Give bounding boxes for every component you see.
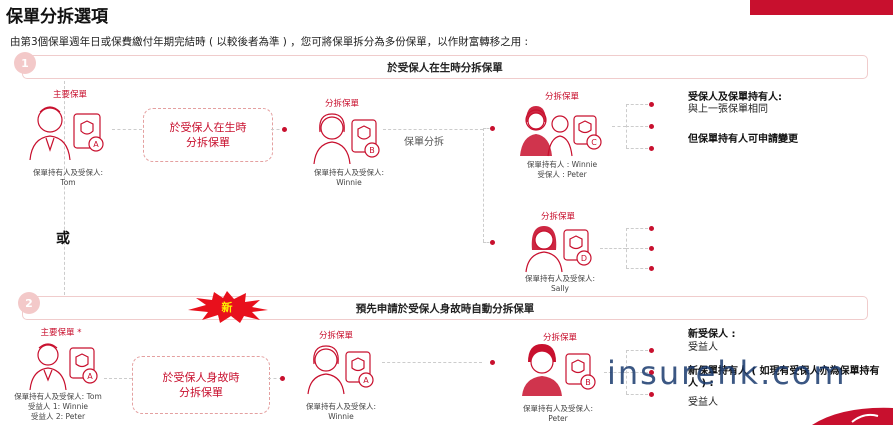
stage2-main-holder-tom-icon: A (29, 343, 98, 391)
stage1-side-text: 與上一張保單相同 (688, 104, 768, 115)
stage2-main-caption: 保單持有人及受保人: Tom 受益人 1: Winnie 受益人 2: Pete… (14, 392, 102, 421)
split-holder-sally-icon: D (525, 226, 592, 273)
split-holders-winnie-peter-icon: C (520, 106, 602, 157)
stage2-process-box: 於受保人身故時分拆保單 (132, 356, 270, 414)
stage2-side-text: 受益人 (688, 342, 718, 353)
stage1-rb-t3 (626, 148, 648, 149)
stage1-right-dot-3 (649, 146, 654, 151)
stage2-link-3 (382, 362, 482, 363)
stage1-side-heading: 受保人及保單持有人: (688, 92, 782, 103)
stage2-dot-2 (490, 360, 495, 365)
stage1-right-link-bottom (600, 248, 626, 249)
stage2-main-label: 主要保單 * (40, 328, 82, 338)
stage1-dot-3 (490, 240, 495, 245)
stage2-split2-caption: 保單持有人及受保人: Peter (522, 404, 594, 423)
stage2-rb-3 (626, 394, 648, 395)
intro-text: 由第3個保單週年日或保費繳付年期完結時 ( 以較後者為準 ) ，您可將保單拆分為… (10, 36, 529, 48)
stage1-branch-top-badge: C (591, 138, 597, 147)
stage1-rb-t2 (626, 126, 648, 127)
stage1-branch-label: 保單分拆 (404, 137, 444, 148)
stage1-right-dot-4 (649, 226, 654, 231)
stage1-branch-top-caption: 保單持有人 : Winnie 受保人 : Peter (526, 160, 598, 179)
stage1-right-link-top (612, 126, 626, 127)
stage1-branch-top (483, 128, 493, 129)
stage1-main-caption: 保單持有人及受保人: Tom (32, 168, 104, 187)
main-holder-tom-icon: A (29, 106, 104, 161)
stage1-branch-bottom-badge: D (581, 254, 587, 263)
stage1-branch-top-label: 分拆保單 (544, 92, 579, 102)
stage2-split1-badge: A (363, 376, 369, 385)
stage2-split-holder-peter-icon: B (522, 344, 596, 396)
new-badge-text: 新 (222, 300, 233, 314)
stage2-dot-1 (280, 376, 285, 381)
or-text: 或 (56, 231, 70, 247)
new-burst-icon: 新 (188, 291, 268, 323)
stage1-branch-line (483, 128, 484, 242)
stage1-banner: 於受保人在生時分拆保單 (22, 55, 868, 79)
stage1-split-caption: 保單持有人及受保人: Winnie (313, 168, 385, 187)
stage2-link-2 (268, 378, 282, 379)
stage2-side-text2: 受益人 (688, 397, 718, 408)
stage1-right-dot-1 (649, 102, 654, 107)
page-title: 保單分拆選項 (6, 7, 108, 27)
stage1-main-label: 主要保單 (52, 90, 87, 100)
left-connector (64, 76, 65, 300)
stage2-right-dot-2 (649, 370, 654, 375)
corner-logo-icon (812, 407, 893, 425)
stage2-right-link (604, 372, 626, 373)
stage1-rb-b3 (626, 268, 648, 269)
stage1-branch-bottom-caption: 保單持有人及受保人: Sally (524, 274, 596, 293)
stage2-side-heading: 新受保人 : (688, 329, 736, 340)
stage2-split1-caption: 保單持有人及受保人: Winnie (305, 402, 377, 421)
stage1-right-dot-6 (649, 266, 654, 271)
stage1-rb-b1 (626, 228, 648, 229)
watermark-text: insurehk.com (607, 354, 847, 392)
stage1-dot-1 (282, 127, 287, 132)
stage2-split1-label: 分拆保單 (318, 331, 353, 341)
stage1-number: 1 (14, 52, 36, 74)
stage1-branch-bottom-label: 分拆保單 (540, 212, 575, 222)
stage1-process-box: 於受保人在生時分拆保單 (143, 108, 273, 162)
split-holder-winnie-icon: B (313, 113, 380, 165)
stage1-main-badge: A (93, 140, 99, 149)
stage1-right-dot-2 (649, 124, 654, 129)
stage2-rb-1 (626, 350, 648, 351)
stage2-link-1 (104, 378, 132, 379)
stage2-main-badge: A (87, 372, 93, 381)
stage2-heading: 預先申請於受保人身故時自動分拆保單 (355, 303, 535, 315)
stage1-heading: 於受保人在生時分拆保單 (387, 62, 503, 74)
stage2-right-dot-3 (649, 392, 654, 397)
stage1-right-dot-5 (649, 246, 654, 251)
stage1-link-3 (383, 129, 483, 130)
stage1-link-1 (112, 129, 142, 130)
stage2-split-holder-winnie-icon: A (307, 345, 374, 395)
stage1-rb-b2 (626, 248, 648, 249)
stage2-number: 2 (18, 292, 40, 314)
stage1-branch-bottom (483, 242, 493, 243)
stage2-banner: 預先申請於受保人身故時自動分拆保單 (22, 296, 868, 320)
stage1-side-note: 但保單持有人可申請變更 (688, 134, 798, 145)
brand-bar (750, 0, 893, 15)
stage2-right-dot-1 (649, 348, 654, 353)
stage1-split-label: 分拆保單 (324, 99, 359, 109)
stage1-link-2 (271, 129, 285, 130)
stage2-split2-label: 分拆保單 (542, 333, 577, 343)
stage2-split2-badge: B (585, 378, 591, 387)
stage2-rb-2 (626, 372, 648, 373)
stage1-rb-t1 (626, 104, 648, 105)
stage2-side-heading2: 新保單持有人 ( 如現有受保人亦為保單持有人 ) : (688, 366, 880, 389)
stage1-dot-2 (490, 126, 495, 131)
stage1-split-badge: B (369, 146, 375, 155)
